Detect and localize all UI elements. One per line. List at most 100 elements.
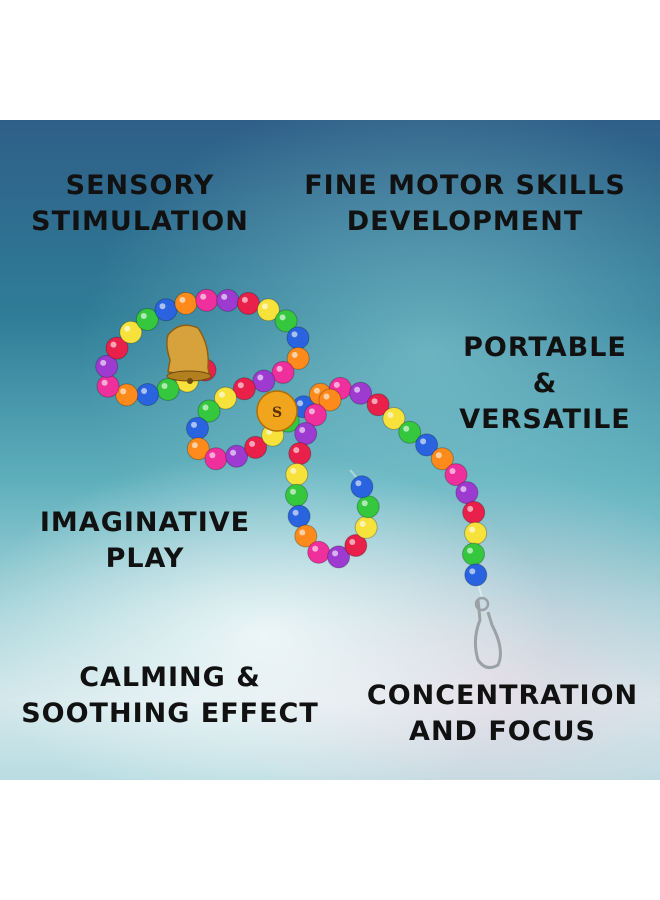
bead-highlight [420, 438, 427, 445]
bead [464, 521, 488, 545]
bead-highlight [179, 296, 186, 303]
bead [354, 515, 378, 539]
bead [136, 383, 160, 406]
bead-highlight [221, 293, 228, 300]
brand-tag: S [256, 390, 298, 432]
bead-highlight [355, 480, 362, 487]
bead-highlight [297, 400, 304, 407]
caption-line: IMAGINATIVE [39, 507, 251, 538]
bead-highlight [159, 303, 166, 310]
bead-highlight [291, 331, 298, 338]
bead-highlight [290, 467, 297, 474]
bead-highlight [323, 393, 330, 400]
bead-highlight [291, 351, 298, 358]
bead-highlight [299, 427, 306, 433]
caption-concentration: CONCENTRATION AND FOCUS [365, 678, 640, 750]
bead-highlight [200, 293, 207, 300]
caption-line: SOOTHING EFFECT [21, 698, 319, 729]
bead-highlight [279, 314, 286, 321]
caption-line: PORTABLE [463, 332, 627, 363]
bead [462, 542, 485, 566]
bead [287, 504, 311, 528]
caption-line: STIMULATION [31, 206, 249, 237]
bead-highlight [219, 391, 225, 398]
bead-highlight [469, 568, 476, 575]
bead [204, 447, 228, 471]
caption-line: SENSORY [65, 170, 215, 201]
bead-highlight [449, 468, 456, 475]
bead-highlight [403, 425, 410, 432]
bead-highlight [110, 341, 117, 348]
bead [462, 500, 486, 524]
bead [195, 288, 219, 312]
caption-line: PLAY [105, 543, 185, 574]
bead [307, 540, 331, 564]
bead-highlight [120, 388, 127, 395]
snap-hook-icon [473, 596, 502, 670]
bead-highlight [467, 505, 474, 512]
bead [294, 422, 318, 445]
caption-calming: CALMING & SOOTHING EFFECT [20, 660, 320, 732]
bead [455, 481, 479, 505]
bead-highlight [349, 539, 356, 545]
bead-highlight [276, 365, 283, 372]
caption-fine-motor: FINE MOTOR SKILLS DEVELOPMENT [300, 168, 630, 240]
svg-text:S: S [272, 405, 282, 421]
bead-highlight [230, 449, 237, 456]
bead-highlight [257, 374, 264, 381]
bead-highlight [312, 545, 319, 552]
bead [252, 369, 276, 393]
bead-highlight [140, 313, 147, 319]
bead-highlight [290, 488, 296, 495]
caption-sensory-stimulation: SENSORY STIMULATION [30, 168, 250, 240]
bead [286, 326, 310, 350]
bead [174, 291, 198, 315]
bead [96, 374, 120, 398]
bead-highlight [100, 359, 107, 366]
bead-highlight [313, 387, 320, 394]
bead [186, 416, 209, 440]
bead-highlight [293, 447, 300, 454]
bead [356, 495, 380, 519]
caption-line: VERSATILE [459, 404, 631, 435]
bead-highlight [249, 440, 256, 447]
caption-line: CALMING & [79, 662, 261, 693]
caption-line: & [532, 368, 558, 399]
bead-highlight [371, 398, 378, 405]
bead-highlight [332, 550, 339, 557]
caption-line: AND FOCUS [409, 716, 596, 747]
bead-highlight [292, 509, 299, 516]
bead [285, 483, 308, 507]
bead-highlight [460, 486, 467, 493]
bead [154, 298, 178, 322]
bead-highlight [435, 452, 442, 459]
caption-line: FINE MOTOR SKILLS [304, 170, 626, 201]
bell-icon [166, 324, 212, 384]
bead-highlight [361, 500, 368, 507]
caption-line: DEVELOPMENT [346, 206, 584, 237]
bead-highlight [467, 547, 473, 554]
bead [288, 442, 312, 466]
bead-highlight [308, 408, 315, 415]
bead-highlight [161, 383, 168, 389]
bead [236, 291, 260, 315]
bead [350, 475, 374, 499]
bead-highlight [333, 381, 340, 388]
bead [464, 563, 488, 587]
bead-highlight [209, 452, 216, 459]
bead-highlight [237, 382, 244, 389]
bead-highlight [261, 303, 268, 310]
bead-highlight [124, 325, 131, 332]
bead-highlight [191, 442, 198, 449]
product-panel [0, 120, 660, 780]
bead [285, 462, 309, 486]
bead [271, 360, 295, 384]
bead-highlight [354, 386, 361, 393]
caption-portable: PORTABLE & VERSATILE [455, 330, 635, 438]
caption-imaginative-play: IMAGINATIVE PLAY [35, 505, 255, 577]
bead [216, 288, 240, 312]
bead-string [95, 288, 488, 599]
bead-highlight [141, 388, 148, 394]
bead-highlight [241, 296, 248, 303]
bead-highlight [202, 404, 209, 411]
